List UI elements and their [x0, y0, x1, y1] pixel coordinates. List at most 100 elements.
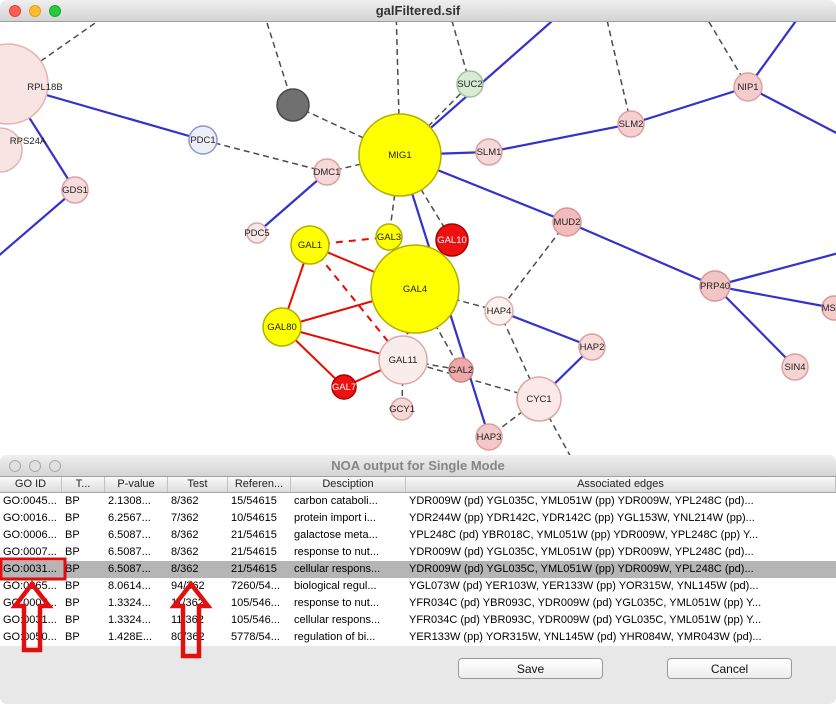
table-cell: response to nut...: [294, 597, 379, 609]
table-cell: 21/54615: [231, 546, 277, 558]
edge-SLM2-V_T6: [606, 22, 632, 125]
table-cell: carbon cataboli...: [294, 495, 378, 507]
minimize-icon[interactable]: [29, 5, 41, 17]
node-DMC1[interactable]: [313, 158, 341, 186]
column-header-desciption[interactable]: Desciption: [291, 477, 406, 492]
table-cell: 1.3324...: [108, 597, 151, 609]
table-cell: YFR034C (pd) YBR093C, YDR009W (pd) YGL03…: [409, 597, 762, 609]
node-DARK[interactable]: [276, 88, 310, 122]
node-label-GAL2: GAL2: [449, 365, 473, 376]
node-label-PDC5: PDC5: [244, 228, 269, 239]
zoom-icon[interactable]: [49, 460, 61, 472]
node-CYC1[interactable]: [516, 376, 562, 422]
edge-CYC1-GAL11: [402, 359, 540, 400]
table-cell: 11/362: [171, 597, 204, 609]
node-GDS1[interactable]: [61, 176, 89, 204]
table-cell: galactose meta...: [294, 529, 378, 541]
table-cell: BP: [65, 529, 80, 541]
table-cell: BP: [65, 495, 80, 507]
edge-NIP1-V_T7: [708, 22, 749, 88]
node-SLM2[interactable]: [617, 110, 645, 138]
table-cell: BP: [65, 546, 80, 558]
node-SLM1[interactable]: [475, 138, 503, 166]
node-label-GAL1: GAL1: [298, 240, 322, 251]
node-GAL10[interactable]: [435, 223, 469, 257]
node-label-PDC1: PDC1: [190, 135, 215, 146]
network-titlebar[interactable]: galFiltered.sif: [0, 0, 836, 22]
node-RPS24A[interactable]: [0, 127, 23, 173]
node-SIN4[interactable]: [781, 353, 809, 381]
node-label-RPS24A: RPS24A: [10, 136, 47, 147]
column-header-test[interactable]: Test: [168, 477, 228, 492]
close-icon[interactable]: [9, 5, 21, 17]
node-HAP3[interactable]: [475, 423, 503, 451]
node-PRP40[interactable]: [699, 270, 731, 302]
table-cell: BP: [65, 563, 80, 575]
table-cell: 105/546...: [231, 597, 280, 609]
node-MIG1[interactable]: [358, 113, 442, 197]
node-SUC2[interactable]: [456, 70, 484, 98]
cancel-button[interactable]: Cancel: [667, 658, 792, 679]
table-cell: BP: [65, 512, 80, 524]
table-cell: 1.428E...: [108, 631, 153, 643]
close-icon[interactable]: [9, 460, 21, 472]
node-label-SIN4: SIN4: [784, 362, 805, 373]
node-PDC5[interactable]: [246, 222, 268, 244]
column-header-associated-edges[interactable]: Associated edges: [406, 477, 836, 492]
node-MUD2[interactable]: [552, 207, 582, 237]
node-label-GAL10: GAL10: [437, 235, 467, 246]
noa-titlebar[interactable]: NOA output for Single Mode: [0, 455, 836, 477]
edge-SLM1-SLM2: [488, 122, 632, 154]
node-GAL11[interactable]: [378, 335, 428, 385]
node-GAL7[interactable]: [331, 374, 357, 400]
node-HAP4[interactable]: [484, 296, 514, 326]
edge-MUD2-HAP4: [498, 221, 568, 312]
table-cell: cellular respons...: [294, 563, 381, 575]
network-canvas[interactable]: RPL18BRPS24AGDS1PDC1DMC1MIG1SUC2SLM1SLM2…: [0, 22, 836, 455]
node-GAL3[interactable]: [375, 223, 403, 251]
node-GAL1[interactable]: [290, 225, 330, 265]
column-header-go-id[interactable]: GO ID: [0, 477, 62, 492]
node-label-GAL80: GAL80: [267, 322, 297, 333]
node-MSL1[interactable]: [821, 295, 836, 321]
node-label-NIP1: NIP1: [737, 82, 758, 93]
node-label-SLM2: SLM2: [619, 119, 644, 130]
table-cell: 8/362: [171, 529, 199, 541]
node-NIP1[interactable]: [733, 72, 763, 102]
node-HAP2[interactable]: [578, 333, 606, 361]
node-GAL2[interactable]: [448, 357, 474, 383]
table-cell: 7/362: [171, 512, 199, 524]
node-GAL4[interactable]: [370, 244, 460, 334]
column-header-referen[interactable]: Referen...: [228, 477, 291, 492]
table-cell: GO:0006...: [3, 529, 57, 541]
node-GAL80[interactable]: [262, 307, 302, 347]
node-label-MSL1: MSL1: [822, 303, 836, 314]
table-cell: 11/362: [171, 614, 204, 626]
minimize-icon[interactable]: [29, 460, 41, 472]
edge-DMC1-PDC1: [202, 139, 328, 173]
table-cell: BP: [65, 580, 80, 592]
node-label-PRP40: PRP40: [700, 281, 730, 292]
column-header-p-value[interactable]: P-value: [105, 477, 168, 492]
node-PDC1[interactable]: [188, 125, 218, 155]
table-cell: YPL248C (pd) YBR018C, YML051W (pp) YDR00…: [409, 529, 759, 541]
column-header-t[interactable]: T...: [62, 477, 105, 492]
node-GCY1[interactable]: [390, 397, 414, 421]
table-cell: 21/54615: [231, 563, 277, 575]
table-cell: BP: [65, 597, 80, 609]
table-cell: 1.3324...: [108, 614, 151, 626]
network-window-title: galFiltered.sif: [375, 3, 461, 18]
zoom-icon[interactable]: [49, 5, 61, 17]
save-button[interactable]: Save: [458, 658, 603, 679]
node-RPL18B[interactable]: [0, 43, 49, 125]
